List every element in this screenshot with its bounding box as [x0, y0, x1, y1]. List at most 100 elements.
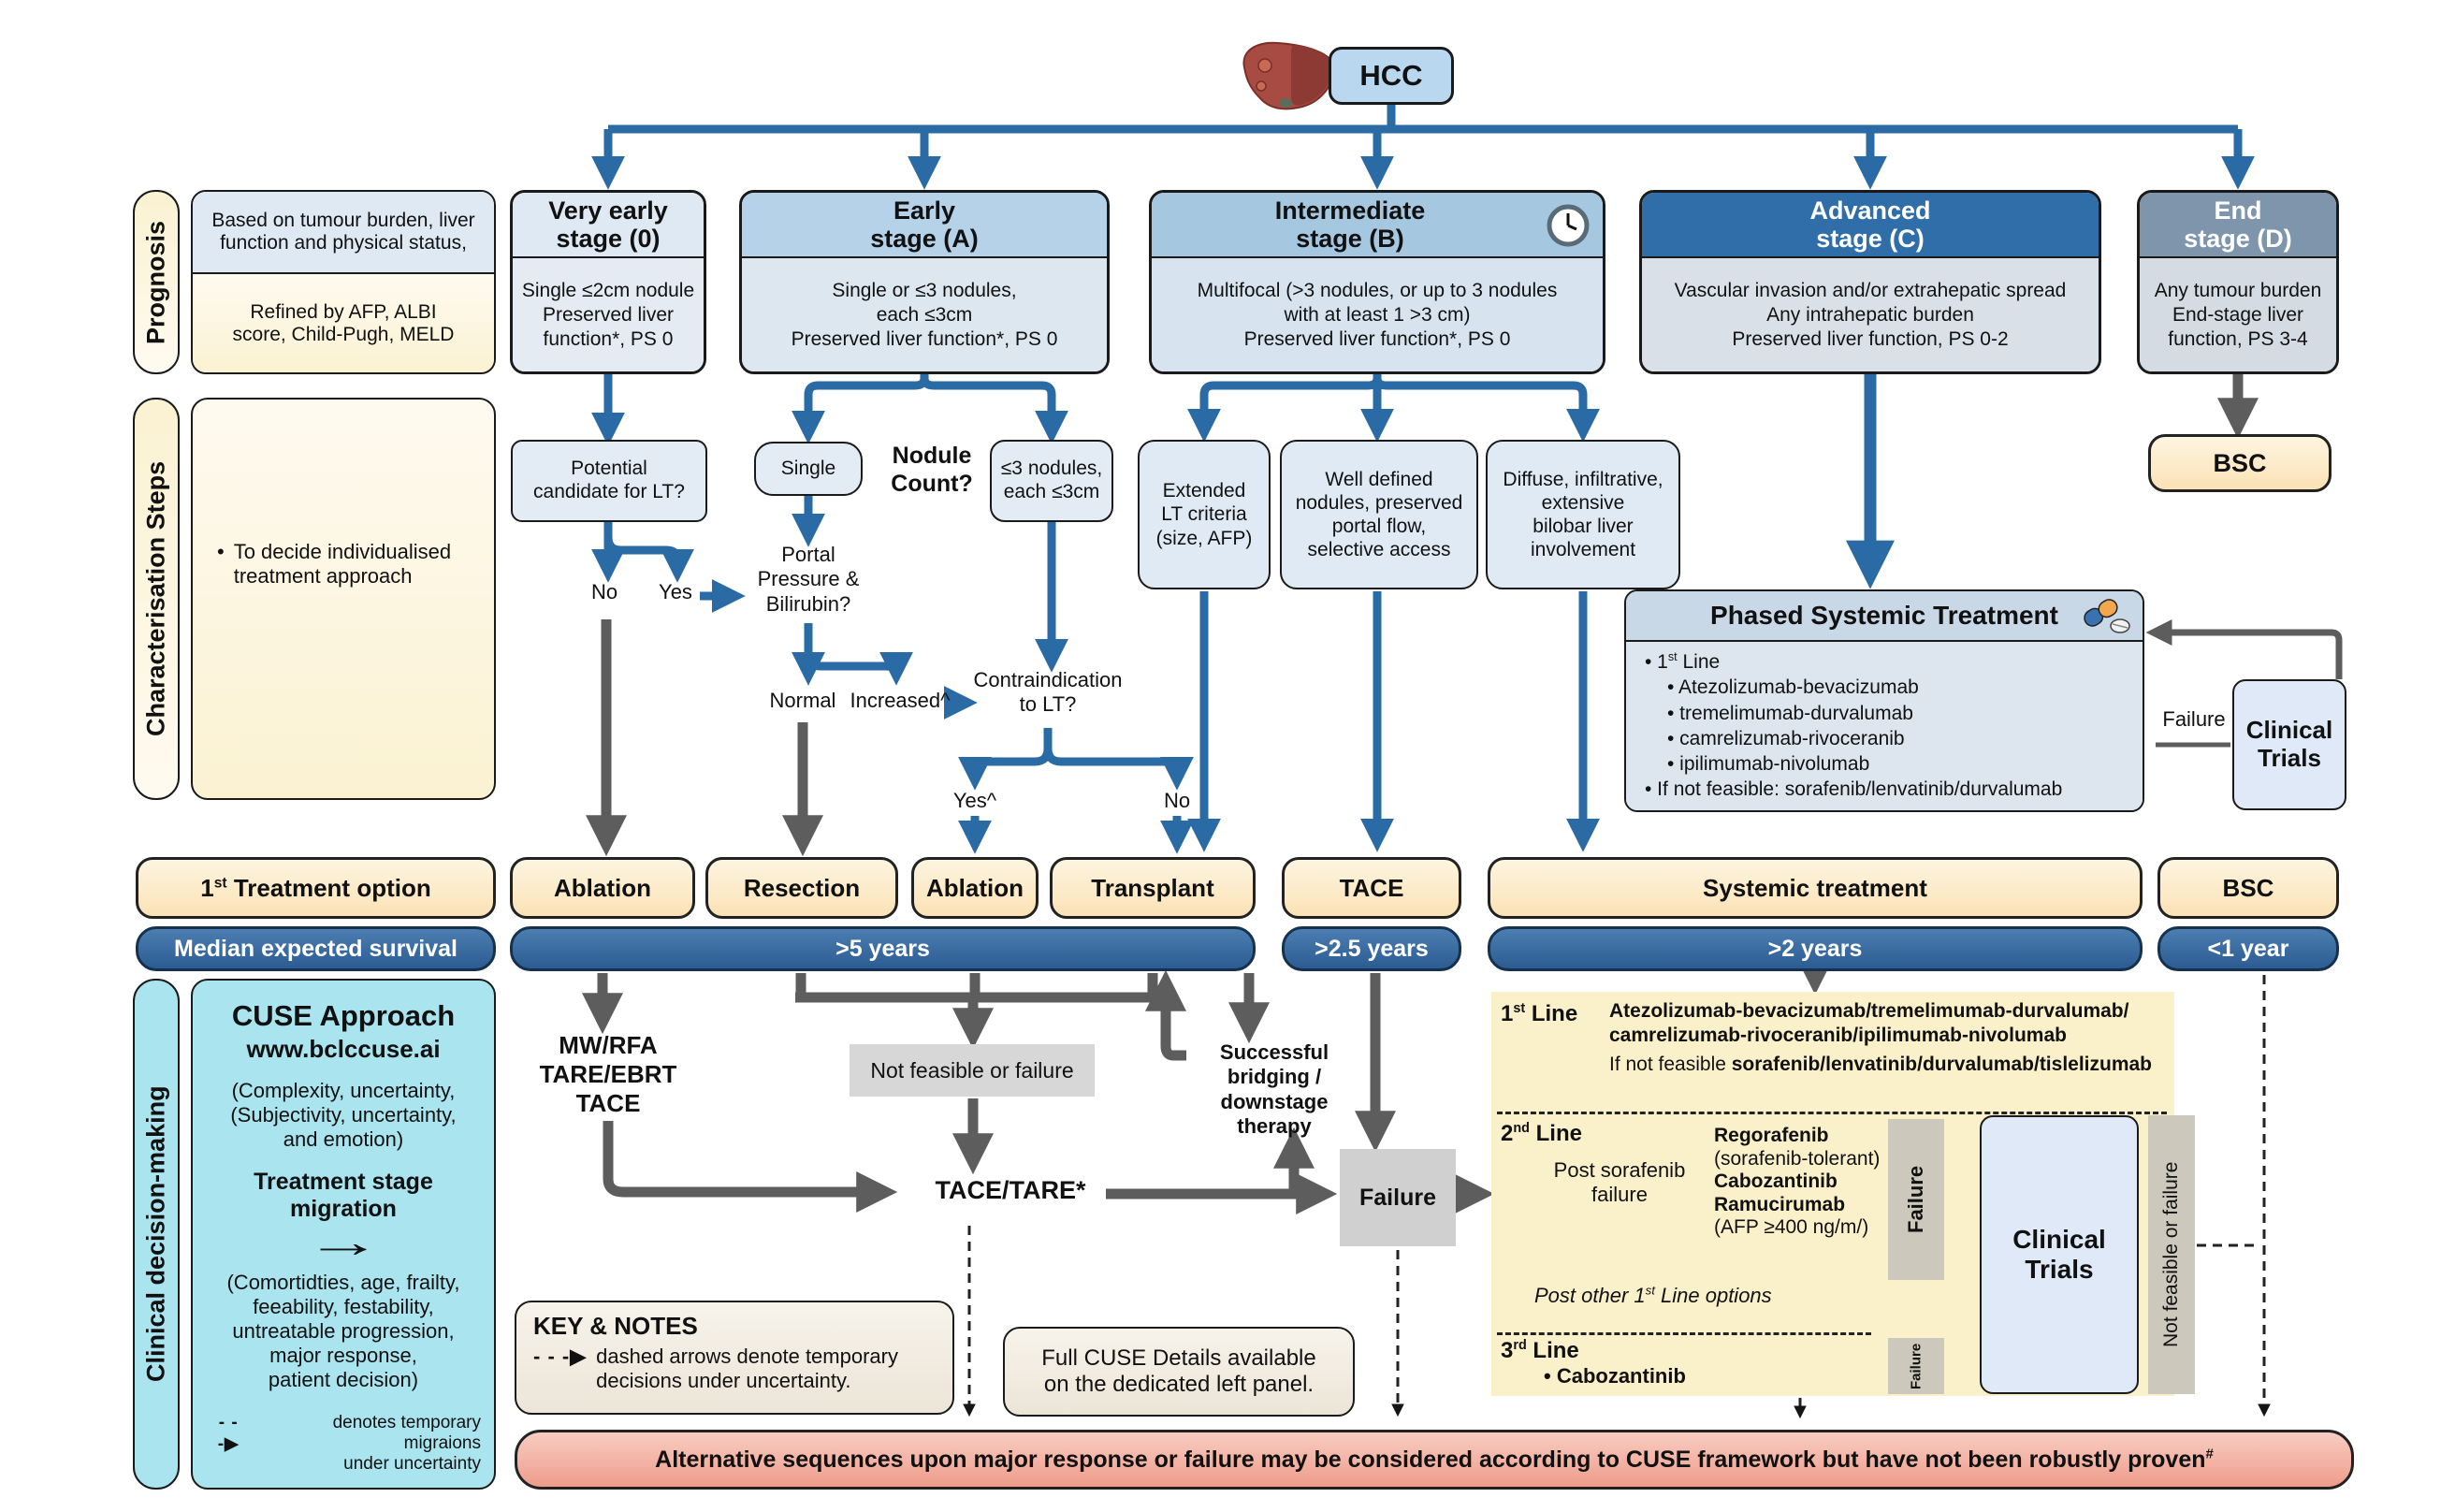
cuse-factors-2: (Comortidties, age, frailty, feeability,…: [226, 1271, 460, 1392]
line1-label: 1st Line: [1501, 1001, 1578, 1026]
stage-body: Vascular invasion and/or extrahepatic sp…: [1674, 280, 2067, 350]
stage-early: Early stage (A) Single or ≤3 nodules, ea…: [739, 190, 1110, 374]
prognosis-panel: Based on tumour burden, liver function a…: [191, 190, 496, 374]
phased-drug: • tremelimumab-durvalumab: [1667, 702, 1913, 724]
bullet-icon: •: [217, 540, 225, 563]
label-yes-2: Yes^: [952, 789, 997, 812]
clinical-trials-text: Clinical Trials: [2245, 716, 2333, 772]
failure-text: Failure: [1359, 1184, 1436, 1211]
dashed-divider-1: [1497, 1112, 2167, 1114]
line3-label: 3rd Line: [1501, 1338, 1579, 1363]
dashed-divider-2: [1497, 1332, 1871, 1335]
clinical-trials-box-upper: Clinical Trials: [2232, 679, 2346, 810]
well-defined-box: Well defined nodules, preserved portal f…: [1280, 440, 1478, 589]
nodule-count-label: Nodule Count?: [891, 443, 973, 497]
survival-5y: >5 years: [510, 926, 1256, 971]
migration-arrow-icon: →: [304, 1217, 383, 1266]
treatment-tace: TACE: [1282, 857, 1461, 919]
treatment-resection: Resection: [705, 857, 898, 919]
nodules-text: ≤3 nodules, each ≤3cm: [1000, 458, 1103, 502]
bottom-banner: Alternative sequences upon major respons…: [515, 1430, 2354, 1490]
diffuse-box: Diffuse, infiltrative, extensive bilobar…: [1486, 440, 1680, 589]
failure-vertical-2: Failure: [1888, 1338, 1944, 1394]
phased-drug: • ipilimumab-nivolumab: [1667, 753, 1870, 776]
row-label-characterisation: Characterisation Steps: [133, 398, 180, 800]
survival-header: Median expected survival: [136, 926, 496, 971]
phased-drug: • camrelizumab-rivoceranib: [1667, 727, 1905, 749]
clock-icon: [1547, 204, 1590, 247]
prognosis-refined: Refined by AFP, ALBI score, Child-Pugh, …: [232, 301, 455, 345]
label-yes-1: Yes: [659, 580, 692, 603]
prognosis-label: Prognosis: [141, 220, 170, 344]
line2-drugs: Regorafenib (sorafenib-tolerant) Cabozan…: [1714, 1125, 1881, 1239]
treatment-systemic: Systemic treatment: [1488, 857, 2143, 919]
label-no-2: No: [1163, 789, 1191, 812]
stage-end: End stage (D) Any tumour burden End-stag…: [2137, 190, 2339, 374]
bsc-upper-text: BSC: [2213, 448, 2267, 477]
treatment-ablation-1: Ablation: [510, 857, 695, 919]
key-notes-title: KEY & NOTES: [533, 1312, 698, 1340]
label-no-1: No: [590, 580, 618, 603]
stage-body: Single ≤2cm nodule Preserved liver funct…: [521, 280, 695, 350]
survival-2y: >2 years: [1488, 926, 2143, 971]
cuse-note: denotes temporary migraions under uncert…: [332, 1413, 481, 1475]
line1-drugs: Atezolizumab-bevacizumab/tremelimumab-du…: [1609, 1000, 2129, 1047]
cuse-migration: Treatment stage migration: [254, 1169, 433, 1222]
clinical-trials-box-lower: Clinical Trials: [1980, 1115, 2139, 1394]
cuse-title: CUSE Approach: [231, 999, 456, 1032]
lt-candidate-box: Potential candidate for LT?: [511, 440, 707, 522]
key-notes-text: dashed arrows denote temporary decisions…: [596, 1345, 898, 1392]
diffuse-text: Diffuse, infiltrative, extensive bilobar…: [1503, 468, 1663, 561]
stage-advanced: Advanced stage (C) Vascular invasion and…: [1639, 190, 2101, 374]
liver-icon: [1242, 41, 1336, 110]
failure-label-phased: Failure: [2162, 707, 2226, 731]
dashed-arrow-icon: - - -▶: [217, 1413, 240, 1455]
stage-title: End stage (D): [2184, 196, 2292, 254]
characterisation-label: Characterisation Steps: [141, 460, 170, 737]
post-sorafenib-label: Post sorafenib failure: [1553, 1158, 1686, 1206]
nodules-box: ≤3 nodules, each ≤3cm: [990, 440, 1113, 522]
line2-label: 2nd Line: [1501, 1121, 1582, 1146]
stage-body: Multifocal (>3 nodules, or up to 3 nodul…: [1197, 280, 1558, 350]
stage-title: Intermediate stage (B): [1274, 196, 1426, 254]
portal-pressure-label: Portal Pressure & Bilirubin?: [757, 543, 860, 616]
survival-1y: <1 year: [2157, 926, 2339, 971]
well-defined-text: Well defined nodules, preserved portal f…: [1295, 468, 1463, 561]
hcc-title-box: HCC: [1329, 47, 1454, 105]
single-box: Single: [754, 442, 863, 496]
extended-lt-text: Extended LT criteria (size, AFP): [1155, 480, 1253, 549]
row-label-prognosis: Prognosis: [133, 190, 180, 374]
tace-tare-label: TACE/TARE*: [935, 1176, 1086, 1204]
label-increased: Increased^: [850, 689, 951, 712]
stage-title: Early stage (A): [870, 196, 979, 254]
key-notes-box: KEY & NOTES - - -▶ dashed arrows denote …: [515, 1301, 954, 1415]
contraindication-label: Contraindication to LT?: [973, 668, 1123, 717]
line3-drug: • Cabozantinib: [1544, 1364, 1686, 1388]
mwrfa-label: MW/RFA TARE/EBRT TACE: [539, 1031, 677, 1118]
stage-title: Advanced stage (C): [1809, 196, 1931, 254]
post-other-label: Post other 1st Line options: [1534, 1283, 1772, 1307]
failure-vertical-1: Failure: [1888, 1119, 1944, 1280]
characterisation-panel: • To decide individualised treatment app…: [191, 398, 496, 800]
cuse-details-text: Full CUSE Details available on the dedic…: [1041, 1345, 1316, 1397]
phased-systemic-panel: Phased Systemic Treatment • 1st Line • A…: [1624, 589, 2144, 812]
single-text: Single: [780, 457, 836, 479]
cuse-details-box: Full CUSE Details available on the dedic…: [1003, 1327, 1355, 1417]
stage-body: Any tumour burden End-stage liver functi…: [2154, 280, 2322, 350]
stage-very-early: Very early stage (0) Single ≤2cm nodule …: [510, 190, 706, 374]
treatment-ablation-2: Ablation: [911, 857, 1039, 919]
bsc-upper-box: BSC: [2148, 434, 2332, 492]
prognosis-criteria: Based on tumour burden, liver function a…: [211, 210, 475, 254]
treatment-transplant: Transplant: [1050, 857, 1256, 919]
not-feasible-box: Not feasible or failure: [850, 1044, 1095, 1097]
bridging-label: Successful bridging / downstage therapy: [1219, 1040, 1329, 1139]
treatment-bsc: BSC: [2157, 857, 2339, 919]
stage-title: Very early stage (0): [548, 196, 668, 254]
cuse-url: www.bclccuse.ai: [246, 1035, 441, 1063]
cuse-factors-1: (Complexity, uncertainty, (Subjectivity,…: [230, 1079, 457, 1151]
failure-box: Failure: [1340, 1149, 1456, 1246]
pills-icon: [2084, 599, 2130, 633]
phased-fallback: • If not feasible: sorafenib/lenvatinib/…: [1645, 778, 2063, 801]
treatment-option-header: 1st Treatment option: [136, 857, 496, 919]
